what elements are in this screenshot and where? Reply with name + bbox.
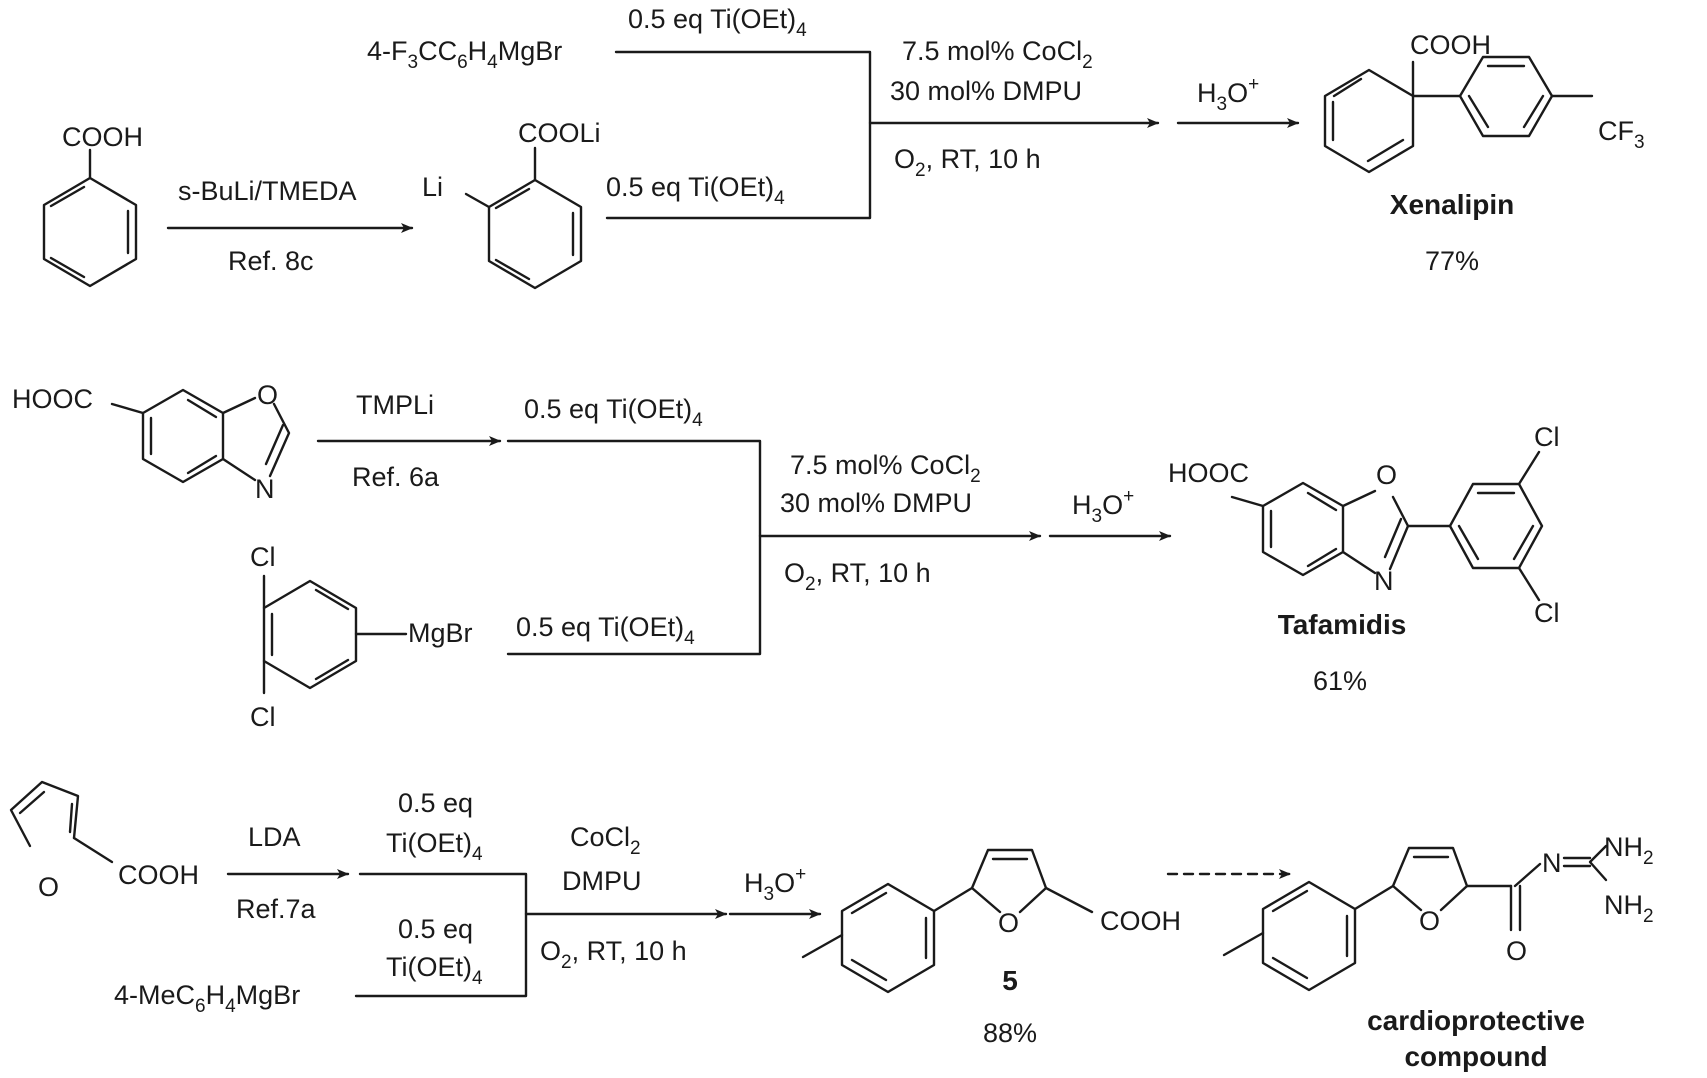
grignard-cl-top: Cl	[250, 542, 276, 572]
ti-upper-label-2: 0.5 eq Ti(OEt)4	[524, 394, 703, 431]
condition-cocl2-2: 7.5 mol% CoCl2	[790, 450, 981, 487]
ti-lower-label: 0.5 eq Ti(OEt)4	[606, 172, 785, 209]
tafamidis-hooc: HOOC	[1168, 458, 1249, 488]
ti-upper-reagent-3: Ti(OEt)4	[386, 828, 483, 865]
tafamidis-yield: 61%	[1313, 666, 1367, 696]
cardioprotective-n: N	[1542, 848, 1562, 878]
cardioprotective-compound-structure: O O N NH2 NH2	[1222, 832, 1654, 992]
grignard-cl-bottom: Cl	[250, 702, 276, 732]
bracket-scheme-1	[605, 50, 872, 220]
tafamidis-n: N	[1374, 566, 1394, 596]
compound-5-cooh: COOH	[1100, 906, 1181, 936]
xenalipin-yield: 77%	[1425, 246, 1479, 276]
ti-lower-eq-3: 0.5 eq	[398, 914, 473, 944]
benzoxazole-o: O	[257, 380, 278, 410]
intermediate-li: Li	[422, 172, 443, 202]
ti-lower-reagent-3: Ti(OEt)4	[386, 952, 483, 989]
benzoic-acid-cooh: COOH	[62, 122, 143, 152]
furoic-acid-cooh: COOH	[118, 860, 199, 890]
furoic-acid-structure: O COOH	[9, 780, 199, 902]
scheme-1-xenalipin: COOH s-BuLi/TMEDA Ref. 8c COOLi Li 4-F3C…	[42, 4, 1645, 290]
compound-5-yield: 88%	[983, 1018, 1037, 1048]
cardioprotective-name-line1: cardioprotective	[1367, 1005, 1585, 1036]
tafamidis-cl-top: Cl	[1534, 422, 1560, 452]
xenalipin-structure: COOH CF3	[1323, 30, 1645, 174]
condition-cocl2-3: CoCl2	[570, 822, 641, 859]
cardioprotective-carbonyl-o: O	[1506, 936, 1527, 966]
tafamidis-name: Tafamidis	[1278, 609, 1407, 640]
compound-5-structure: O COOH	[801, 848, 1181, 994]
condition-dmpu-3: DMPU	[562, 866, 642, 896]
benzoxazole-n: N	[255, 474, 275, 504]
xenalipin-cf3: CF3	[1598, 116, 1645, 153]
xenalipin-name: Xenalipin	[1390, 189, 1514, 220]
compound-5-ring-o: O	[998, 908, 1019, 938]
cardioprotective-nh2-top: NH2	[1604, 832, 1654, 869]
reference-7a: Ref.7a	[236, 894, 317, 924]
condition-o2-rt-2: O2, RT, 10 h	[784, 558, 931, 595]
quench-h3o-2: H3O+	[1072, 486, 1134, 527]
benzoxazole-hooc: HOOC	[12, 384, 93, 414]
condition-dmpu-2: 30 mol% DMPU	[780, 488, 972, 518]
compound-5-number: 5	[1002, 965, 1018, 996]
reference-8c: Ref. 8c	[228, 246, 314, 276]
condition-cocl2: 7.5 mol% CoCl2	[902, 36, 1093, 73]
quench-h3o: H3O+	[1197, 74, 1259, 115]
condition-dmpu: 30 mol% DMPU	[890, 76, 1082, 106]
reference-6a: Ref. 6a	[352, 462, 440, 492]
tafamidis-structure: HOOC O N Cl Cl	[1168, 422, 1560, 628]
reagent-lda: LDA	[248, 822, 301, 852]
cardioprotective-name-line2: compound	[1404, 1041, 1547, 1072]
cardioprotective-nh2-bottom: NH2	[1604, 890, 1654, 927]
scheme-3-cardioprotective: O COOH LDA Ref.7a 4-MeC6H4MgBr 0.5 eq Ti…	[9, 780, 1654, 1072]
intermediate-cooli: COOLi	[518, 118, 601, 148]
reagent-tmpli: TMPLi	[356, 390, 434, 420]
grignard-aryl-cf3: 4-F3CC6H4MgBr	[367, 36, 562, 73]
xenalipin-cooh: COOH	[1410, 30, 1491, 60]
furoic-acid-o: O	[38, 872, 59, 902]
scheme-2-tafamidis: HOOC O N TMPLi Ref. 6a Cl Cl MgBr 0.5 eq…	[12, 380, 1560, 732]
condition-o2-rt: O2, RT, 10 h	[894, 144, 1041, 181]
benzoic-acid-structure: COOH	[42, 122, 143, 288]
benzoxazole-acid-structure: HOOC O N	[12, 380, 291, 504]
tafamidis-cl-bottom: Cl	[1534, 598, 1560, 628]
dichlorophenyl-grignard-structure: Cl Cl MgBr	[250, 542, 473, 732]
bracket-scheme-2	[506, 439, 762, 656]
condition-o2-rt-3: O2, RT, 10 h	[540, 936, 687, 973]
ti-lower-label-2: 0.5 eq Ti(OEt)4	[516, 612, 695, 649]
grignard-mgbr: MgBr	[408, 618, 473, 648]
quench-h3o-3: H3O+	[744, 864, 806, 905]
ti-upper-label: 0.5 eq Ti(OEt)4	[628, 4, 807, 41]
ti-upper-eq-3: 0.5 eq	[398, 788, 473, 818]
bracket-scheme-3	[354, 872, 528, 998]
reagent-sbuli-tmeda: s-BuLi/TMEDA	[178, 176, 357, 206]
lithiated-intermediate-structure: COOLi Li	[422, 118, 601, 290]
cardioprotective-ring-o: O	[1419, 906, 1440, 936]
grignard-tolyl: 4-MeC6H4MgBr	[114, 980, 300, 1017]
tafamidis-o: O	[1376, 460, 1397, 490]
